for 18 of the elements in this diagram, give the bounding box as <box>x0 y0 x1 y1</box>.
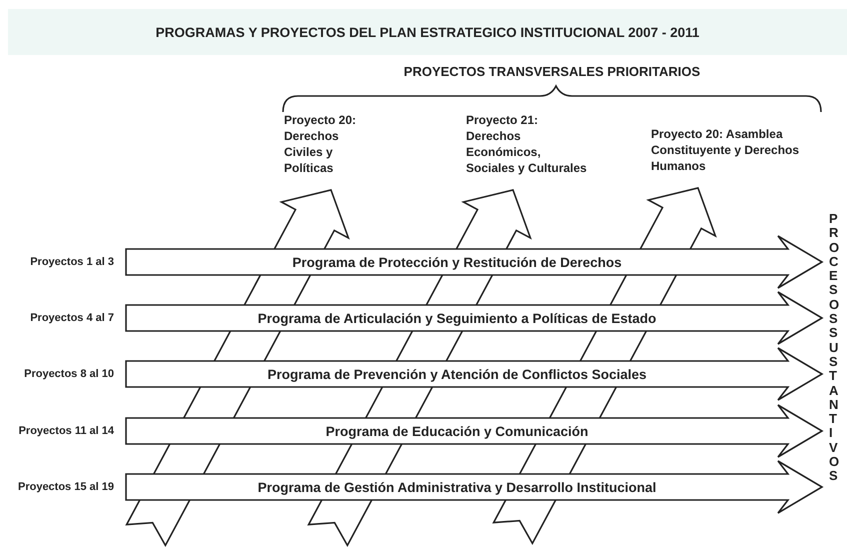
program-text: Programa de Gestión Administrativa y Desarrollo Institucional <box>256 478 658 497</box>
project-range-label: Proyectos 15 al 19 <box>18 480 114 495</box>
vertical-side-label: PROCESOS SUSTANTIVOS <box>829 212 839 484</box>
project-label: Proyecto 21: Derechos Económicos, Sociales y Culturales <box>466 112 592 176</box>
block-arrow <box>492 187 717 546</box>
title-text: PROGRAMAS Y PROYECTOS DEL PLAN ESTRATEGICO INSTITUCIONAL 2007 - 2011 <box>156 24 700 40</box>
program-text: Programa de Protección y Restitución de Derechos <box>291 254 623 272</box>
group-heading: PROYECTOS TRANSVERSALES PRIORITARIOS <box>402 64 702 79</box>
project-label: Proyecto 20: Derechos Civiles y Políticas <box>284 112 366 176</box>
project-range-label: Proyectos 4 al 7 <box>30 311 114 326</box>
project-label: Proyecto 20: Asamblea Constituyente y Derechos Humanos <box>651 126 801 174</box>
project-range-label: Proyectos 1 al 3 <box>30 255 114 270</box>
block-arrow <box>307 189 532 548</box>
project-range-label: Proyectos 8 al 10 <box>24 367 114 382</box>
program-text: Programa de Prevención y Atención de Conflictos Sociales <box>266 366 648 384</box>
project-range-label: Proyectos 11 al 14 <box>18 424 114 439</box>
program-text: Programa de Articulación y Seguimiento a Políticas de Estado <box>256 310 658 328</box>
program-text: Programa de Educación y Comunicación <box>324 422 590 441</box>
